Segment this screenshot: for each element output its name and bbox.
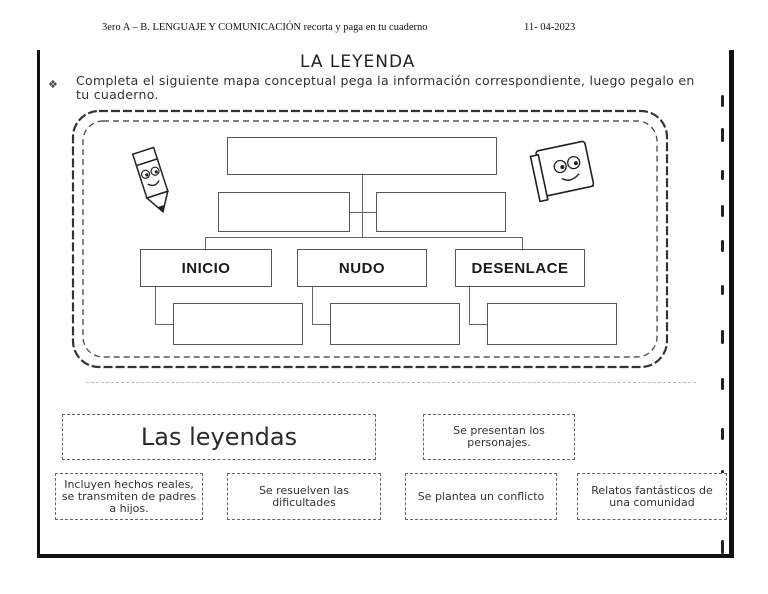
edge-mark — [721, 378, 724, 390]
connector-line — [205, 237, 523, 239]
connector-line — [362, 175, 364, 237]
connector-line — [350, 212, 376, 214]
scalloped-frame — [71, 109, 669, 369]
book-character-icon — [529, 140, 595, 202]
map-bottom-inicio-blank-box — [173, 303, 303, 345]
edge-mark — [721, 128, 724, 142]
connector-line — [469, 324, 487, 326]
map-top-blank-box — [227, 137, 497, 175]
cut-separator-line — [86, 382, 696, 383]
edge-mark — [721, 428, 724, 440]
cutout-card-dificultades[interactable]: Se resuelven las dificultades — [227, 473, 381, 520]
pencil-character-icon — [131, 146, 169, 214]
map-label-inicio: INICIO — [140, 249, 272, 287]
edge-mark — [721, 240, 724, 252]
instruction-text: Completa el siguiente mapa conceptual pe… — [76, 73, 695, 102]
edge-mark — [721, 205, 724, 217]
connector-line — [205, 237, 207, 249]
map-bottom-desenlace-blank-box — [487, 303, 617, 345]
connector-line — [155, 324, 173, 326]
connector-line — [155, 287, 157, 324]
cutout-card-relatos-fantasticos[interactable]: Relatos fantásticos de una comunidad — [577, 473, 727, 520]
cutout-card-personajes[interactable]: Se presentan los personajes. — [423, 414, 575, 460]
connector-line — [312, 324, 330, 326]
edge-mark — [721, 330, 724, 344]
edge-mark — [721, 95, 724, 107]
connector-line — [522, 237, 524, 249]
map-label-nudo: NUDO — [297, 249, 427, 287]
worksheet-frame — [37, 50, 734, 558]
worksheet-title: LA LEYENDA — [300, 52, 416, 72]
header-course: 3ero A – B. LENGUAJE Y COMUNICACIÓN reco… — [102, 22, 428, 33]
edge-mark — [721, 540, 724, 554]
connector-line — [312, 287, 314, 324]
header-date: 11- 04-2023 — [524, 22, 576, 33]
map-bottom-nudo-blank-box — [330, 303, 460, 345]
map-mid-right-blank-box — [376, 192, 506, 232]
edge-mark — [721, 170, 724, 180]
connector-line — [469, 287, 471, 324]
edge-mark — [721, 285, 724, 295]
cutout-card-hechos-reales[interactable]: Incluyen hechos reales, se transmiten de… — [55, 473, 203, 520]
bullet-icon: ❖ — [48, 78, 58, 91]
map-label-desenlace: DESENLACE — [455, 249, 585, 287]
map-mid-left-blank-box — [218, 192, 350, 232]
cutout-card-conflicto[interactable]: Se plantea un conflicto — [405, 473, 557, 520]
cutout-card-las-leyendas[interactable]: Las leyendas — [62, 414, 376, 460]
